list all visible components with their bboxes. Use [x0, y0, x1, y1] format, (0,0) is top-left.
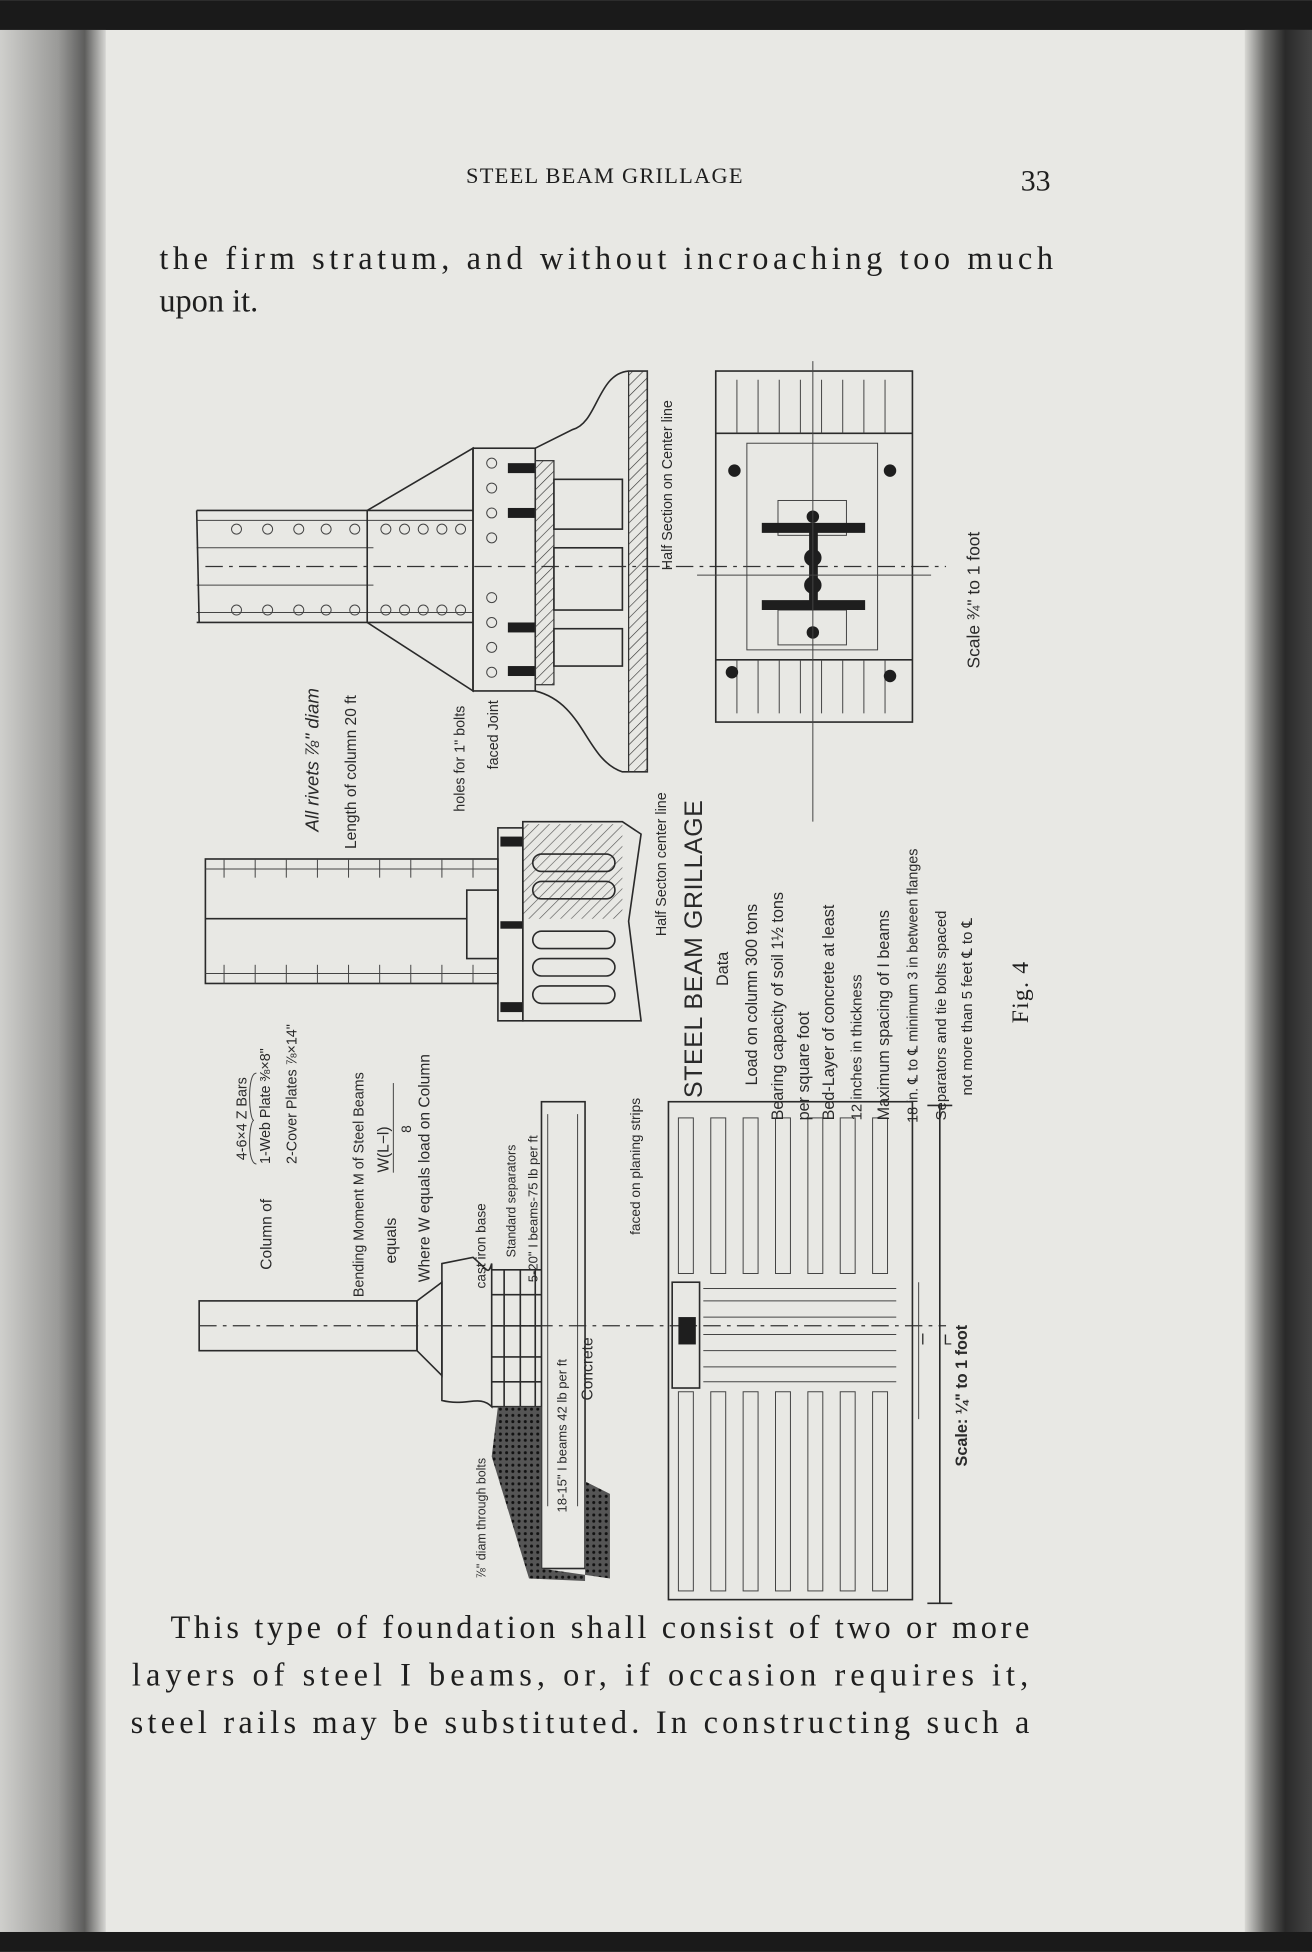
column-half-section-drawing	[204, 820, 642, 1022]
dimension-l-label: l	[921, 1331, 924, 1348]
label-lower-beams: 18-15" I beams 42 lb per ft	[554, 1359, 569, 1513]
data-line: Bed-Layer of concrete at least	[820, 904, 838, 1120]
body-line: layers of steel I beams, or, if occasion…	[132, 1657, 1028, 1693]
figure-caption: Fig. 4	[1008, 961, 1034, 1024]
dimension-L-label: L	[944, 1331, 952, 1348]
label-cover-plates: 2-Cover Plates ⅞×14"	[284, 1024, 300, 1164]
label-half-section-center: Half Secton center line	[654, 792, 670, 936]
data-line: Separators and tie bolts spaced	[933, 911, 950, 1121]
label-equals: equals	[383, 1218, 400, 1264]
data-line: Bearing capacity of soil 1½ tons	[769, 892, 787, 1120]
figure-title: STEEL BEAM GRILLAGE	[680, 800, 708, 1098]
label-faced-joint: faced Joint	[486, 700, 502, 769]
data-line: not more than 5 feet ℄ to ℄	[959, 917, 976, 1095]
label-web-plate: 1-Web Plate ⅜×8"	[258, 1048, 274, 1164]
label-bolt-holes: holes for 1" bolts	[452, 706, 468, 812]
data-line: Maximum spacing of I beams	[875, 910, 893, 1120]
label-formula-denominator: 8	[399, 1125, 414, 1133]
column-elevation-drawing	[195, 370, 947, 773]
body-line: This type of foundation shall consist of…	[171, 1609, 1030, 1645]
figure-4: Column of 4-6×4 Z Bars 1-Web Plate ⅜×8" …	[195, 361, 1034, 1605]
page-number: 33	[1021, 165, 1051, 198]
label-upper-beams: 5-20" I beams-75 lb per ft	[526, 1135, 541, 1282]
label-separators: Standard separators	[504, 1145, 518, 1258]
foundation-elevation-drawing	[198, 1100, 947, 1581]
label-where: Where W equals load on Column	[416, 1054, 433, 1282]
label-formula-numerator: W(L−l)	[375, 1126, 392, 1172]
foundation-plan-drawing	[667, 1100, 953, 1605]
label-cast-iron-base: cast iron base	[473, 1203, 488, 1288]
data-line: per square foot	[795, 1011, 813, 1120]
label-bars: 4-6×4 Z Bars	[234, 1077, 250, 1160]
label-through-bolts: ⅞" diam through bolts	[474, 1458, 488, 1579]
label-planing-strips: faced on planing strips	[628, 1098, 643, 1235]
data-line: Load on column 300 tons	[743, 904, 761, 1086]
data-heading: Data	[714, 952, 732, 986]
label-bending-moment: Bending Moment M of Steel Beams	[351, 1072, 367, 1297]
body-line: upon it.	[159, 282, 258, 318]
running-title: STEEL BEAM GRILLAGE	[466, 163, 744, 188]
body-line: the firm stratum, and without incroachin…	[159, 240, 1053, 276]
label-scale-plan: Scale ¾" to 1 foot	[964, 532, 984, 669]
label-column-of: Column of	[258, 1198, 275, 1270]
data-line: 18 in. ℄ to ℄ minimum 3 in between flang…	[905, 849, 921, 1123]
brace-icon	[249, 1072, 257, 1165]
label-concrete: Concrete	[580, 1337, 597, 1400]
data-line: 12 inches in thickness	[848, 974, 865, 1120]
label-column-length: Length of column 20 ft	[343, 695, 360, 850]
label-scale-elevation: Scale: ¼" to 1 foot	[953, 1324, 971, 1466]
grillage-plan-drawing	[697, 361, 932, 822]
label-half-section-on-center: Half Section on Center line	[660, 400, 676, 570]
label-all-rivets: All rivets ⅞" diam	[302, 688, 323, 832]
body-line: steel rails may be substituted. In const…	[131, 1704, 1030, 1740]
